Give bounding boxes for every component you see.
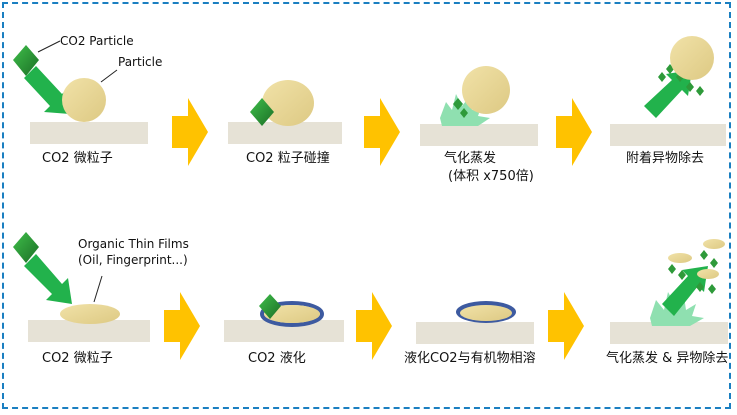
co2-crystal-icon bbox=[696, 282, 704, 292]
organic-film-sublabel: (Oil, Fingerprint...) bbox=[78, 253, 188, 267]
dissolved-film bbox=[460, 305, 512, 321]
dashed-border bbox=[2, 2, 731, 409]
flow-arrow-icon bbox=[556, 98, 592, 166]
co2-crystal-icon bbox=[13, 45, 39, 76]
co2-crystal-icon bbox=[700, 250, 708, 260]
co2-arrow-icon bbox=[662, 266, 708, 316]
co2-crystal-icon bbox=[13, 232, 39, 263]
substrate bbox=[228, 122, 342, 144]
caption-top-2: CO2 粒子碰撞 bbox=[246, 151, 330, 166]
particle-ball bbox=[670, 36, 714, 80]
co2-crystal-icon bbox=[710, 258, 718, 268]
substrate bbox=[610, 322, 728, 344]
co2-crystal-icon bbox=[678, 270, 686, 280]
film-fragment bbox=[697, 269, 719, 279]
caption-bottom-4: 气化蒸发 & 异物除去 bbox=[606, 350, 728, 366]
film-fragment bbox=[668, 253, 692, 263]
film-label-leader bbox=[93, 275, 103, 303]
particle-ball bbox=[262, 80, 314, 126]
caption-top-4: 附着异物除去 bbox=[626, 150, 704, 166]
co2-crystal-icon bbox=[453, 98, 463, 110]
co2-crystal-icon bbox=[658, 72, 666, 82]
caption-top-3-sub: (体积 x750倍) bbox=[448, 169, 534, 184]
flow-arrow-icon bbox=[356, 292, 392, 360]
caption-bottom-2: CO2 液化 bbox=[248, 351, 306, 366]
particle-label-leader bbox=[100, 69, 118, 83]
co2-crystal-icon bbox=[668, 264, 676, 274]
film-fragment bbox=[703, 239, 725, 249]
flow-arrow-icon bbox=[548, 292, 584, 360]
flow-arrow-icon bbox=[364, 98, 400, 166]
particle-ball bbox=[62, 78, 106, 122]
flow-arrow-icon bbox=[164, 292, 200, 360]
liquid-co2-ring bbox=[260, 301, 324, 327]
particle-label: Particle bbox=[118, 55, 162, 69]
caption-top-3: 气化蒸发 bbox=[444, 150, 496, 166]
co2-arrow-icon bbox=[24, 254, 72, 304]
substrate bbox=[28, 320, 150, 342]
caption-bottom-1: CO2 微粒子 bbox=[42, 351, 113, 366]
substrate bbox=[610, 124, 726, 146]
co2-particle-label: CO2 Particle bbox=[60, 34, 134, 48]
co2-label-leader bbox=[37, 40, 61, 53]
organic-film-label: Organic Thin Films bbox=[78, 237, 189, 251]
caption-top-1: CO2 微粒子 bbox=[42, 151, 113, 166]
substrate bbox=[224, 320, 344, 342]
particle-ball bbox=[462, 66, 510, 114]
co2-crystal-icon bbox=[686, 82, 694, 92]
co2-crystal-icon bbox=[460, 108, 468, 118]
co2-crystal-icon bbox=[696, 86, 704, 96]
substrate bbox=[420, 124, 538, 146]
organic-film bbox=[60, 304, 120, 324]
caption-bottom-3: 液化CO2与有机物相溶 bbox=[404, 351, 536, 366]
co2-arrow-icon bbox=[24, 66, 70, 114]
co2-crystal-icon bbox=[250, 98, 274, 126]
flow-arrow-icon bbox=[172, 98, 208, 166]
co2-crystal-icon bbox=[259, 294, 281, 319]
substrate bbox=[416, 322, 534, 344]
substrate bbox=[30, 122, 148, 144]
co2-crystal-icon bbox=[708, 284, 716, 294]
